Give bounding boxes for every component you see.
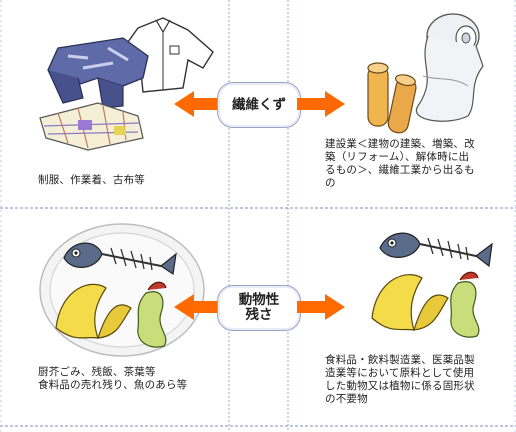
left-caption-fiber: 制服、作業着、古布等 bbox=[38, 174, 145, 186]
left-caption-animal: 厨芥ごみ、残飯、茶葉等 食料品の売れ残り、魚のあら等 bbox=[38, 366, 188, 391]
category-row-animal: 厨芥ごみ、残飯、茶葉等 食料品の売れ残り、魚のあら等 動物性 残さ 食料品・飲料… bbox=[0, 208, 516, 426]
arrow-left-icon bbox=[174, 294, 222, 320]
arrow-left-icon bbox=[174, 91, 222, 117]
arrow-right-icon bbox=[297, 294, 345, 320]
food-waste-plate-icon bbox=[39, 223, 205, 357]
clothing-pile-icon bbox=[39, 17, 214, 151]
right-caption-animal: 食料品・飲料製造業、医薬品製 造業等において原料として使用 した動物又は植物に係… bbox=[325, 354, 475, 405]
category-label-animal: 動物性 残さ bbox=[217, 285, 301, 331]
category-label-fiber: 繊維くず bbox=[217, 82, 301, 128]
right-caption-fiber: 建設業＜建物の建築、増築、改 築（リフォーム）、解体時に出 るもの＞、繊維工業か… bbox=[325, 138, 475, 189]
food-waste-icon bbox=[371, 232, 493, 338]
category-row-fiber: 制服、作業着、古布等 繊維くず 建設業＜建物の建築、増築、改 築（リフォーム）、… bbox=[0, 0, 516, 208]
fabric-roll-icon bbox=[367, 13, 484, 134]
arrow-right-icon bbox=[297, 91, 345, 117]
